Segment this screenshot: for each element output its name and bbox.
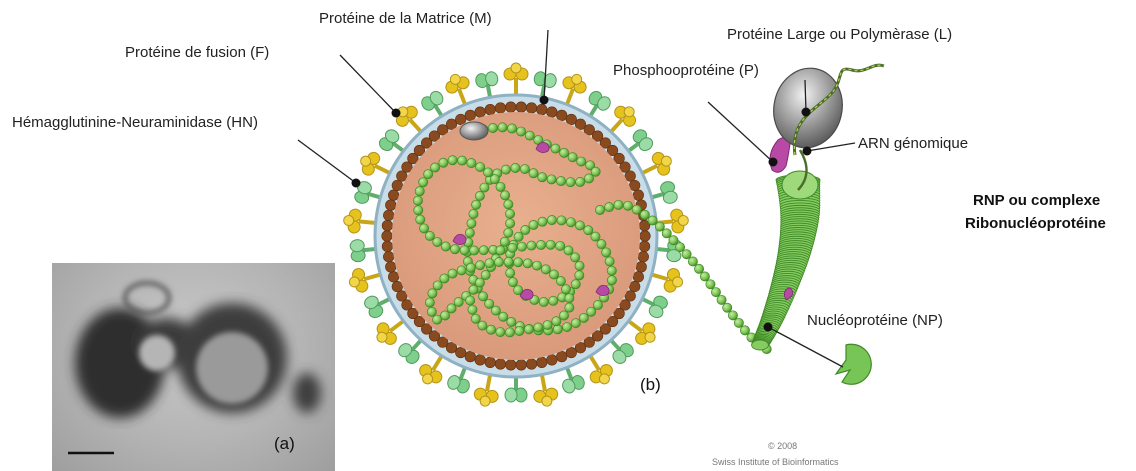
hn-spike [343,208,376,235]
label-rnp-line2: Ribonucléoprotéine [965,215,1106,233]
hn-spike [530,373,559,408]
panel-b-label: (b) [640,376,661,394]
label-nucleoprotein: Nucléoprotéine (NP) [807,312,943,330]
label-genomic-rna: ARN génomique [858,135,968,153]
label-polymerase: Protéine Large ou Polymèrase (L) [727,26,952,44]
hn-spike [472,373,501,408]
f-spike [350,238,378,262]
label-rnp-line1: RNP ou complexe [973,192,1100,210]
polymerase-inside [460,122,488,140]
label-hn-protein: Hémagglutinine-Neuraminidase (HN) [12,114,258,132]
rnp-complex [752,62,884,384]
hn-spike [504,63,528,94]
single-nucleoprotein [836,344,871,384]
label-phosphoprotein: Phosphooprotéine (P) [613,62,759,80]
f-spike [505,376,527,402]
label-fusion-protein: Protéine de fusion (F) [125,44,269,62]
copyright-org: Swiss Institute of Bioinformatics [712,453,839,471]
label-matrix-protein: Protéine de la Matrice (M) [319,10,492,28]
